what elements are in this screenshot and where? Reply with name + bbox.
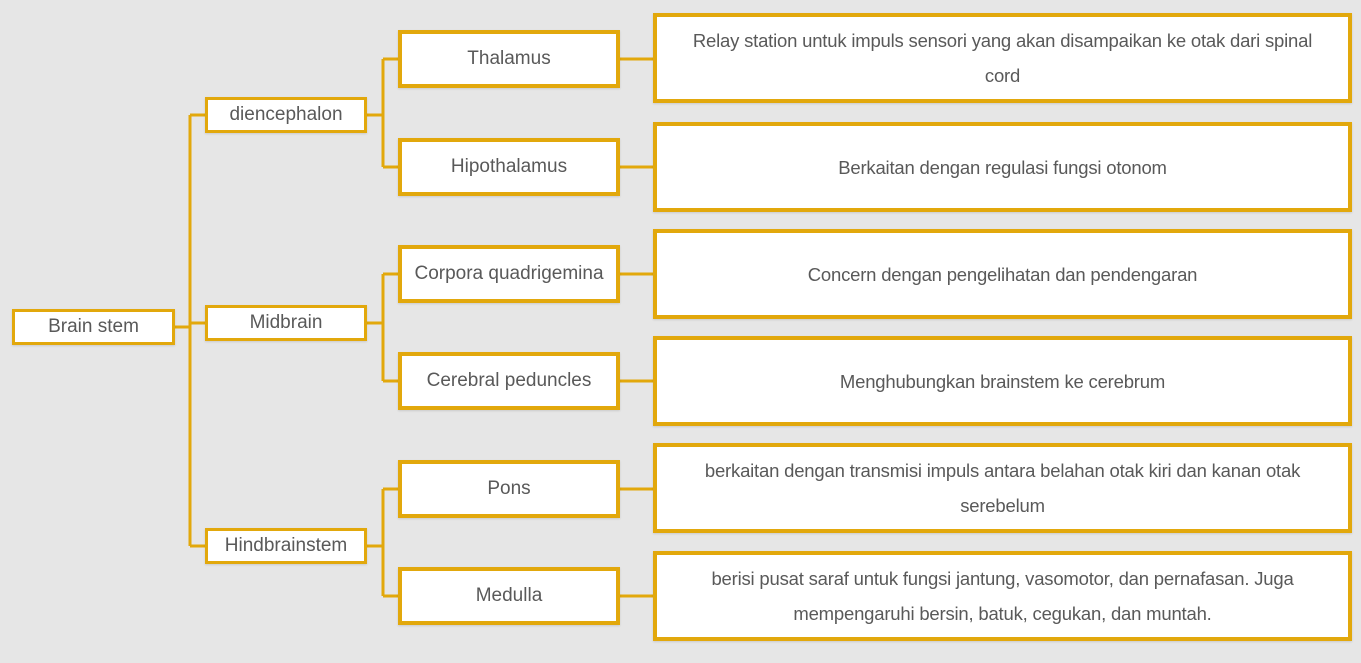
node-medulla[interactable]: Medulla xyxy=(398,567,620,625)
node-corpora-quadrigemina[interactable]: Corpora quadrigemina xyxy=(398,245,620,303)
desc-text: Concern dengan pengelihatan dan pendenga… xyxy=(807,263,1198,285)
desc-text: Menghubungkan brainstem ke cerebrum xyxy=(839,370,1166,392)
desc-text: Relay station untuk impuls sensori yang … xyxy=(692,30,1313,86)
node-label: Hindbrainstem xyxy=(224,534,348,556)
node-brain-stem[interactable]: Brain stem xyxy=(12,309,175,345)
node-hindbrainstem[interactable]: Hindbrainstem xyxy=(205,528,367,564)
node-label: Midbrain xyxy=(249,311,323,333)
node-label: Thalamus xyxy=(467,48,551,69)
node-label: Pons xyxy=(487,478,531,499)
desc-text: Berkaitan dengan regulasi fungsi otonom xyxy=(838,156,1167,178)
node-label: Cerebral peduncles xyxy=(426,370,592,391)
node-midbrain[interactable]: Midbrain xyxy=(205,305,367,341)
node-label: Hipothalamus xyxy=(450,156,568,177)
node-pons[interactable]: Pons xyxy=(398,460,620,518)
node-label: Corpora quadrigemina xyxy=(414,263,604,284)
desc-thalamus[interactable]: Relay station untuk impuls sensori yang … xyxy=(653,13,1352,103)
desc-pons[interactable]: berkaitan dengan transmisi impuls antara… xyxy=(653,443,1352,533)
desc-text: berisi pusat saraf untuk fungsi jantung,… xyxy=(711,568,1294,624)
node-label: Brain stem xyxy=(48,315,139,337)
desc-corpora-quadrigemina[interactable]: Concern dengan pengelihatan dan pendenga… xyxy=(653,229,1352,319)
node-label: Medulla xyxy=(475,585,543,606)
node-label: diencephalon xyxy=(229,103,343,125)
desc-cerebral-peduncles[interactable]: Menghubungkan brainstem ke cerebrum xyxy=(653,336,1352,426)
node-diencephalon[interactable]: diencephalon xyxy=(205,97,367,133)
desc-medulla[interactable]: berisi pusat saraf untuk fungsi jantung,… xyxy=(653,551,1352,641)
node-cerebral-peduncles[interactable]: Cerebral peduncles xyxy=(398,352,620,410)
desc-hipothalamus[interactable]: Berkaitan dengan regulasi fungsi otonom xyxy=(653,122,1352,212)
node-thalamus[interactable]: Thalamus xyxy=(398,30,620,88)
node-hipothalamus[interactable]: Hipothalamus xyxy=(398,138,620,196)
desc-text: berkaitan dengan transmisi impuls antara… xyxy=(704,460,1301,516)
